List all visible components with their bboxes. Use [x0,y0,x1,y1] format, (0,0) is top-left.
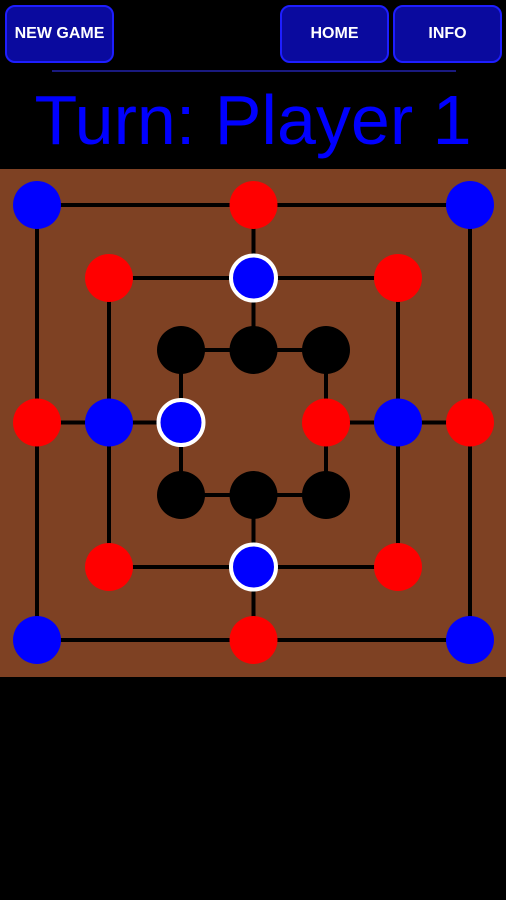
board-point-outer-middle-right-player2-piece[interactable] [446,398,494,447]
board-point-outer-top-left-player1-piece[interactable] [13,181,61,229]
game-board [0,169,506,677]
board-point-middle-top-left-player2-piece[interactable] [85,254,133,302]
turn-indicator: Turn: Player 1 [34,81,472,159]
board-point-inner-top-middle-empty-point[interactable] [229,326,278,374]
board-point-inner-middle-right-player2-piece[interactable] [302,398,350,447]
board-point-middle-middle-left-player1-piece[interactable] [85,398,133,447]
board-point-inner-bottom-middle-empty-point[interactable] [229,471,278,519]
home-button[interactable]: HOME [280,5,389,63]
board-point-inner-top-left-empty-point[interactable] [157,326,205,374]
board-point-inner-bottom-left-empty-point[interactable] [157,471,205,519]
board-point-outer-top-middle-player2-piece[interactable] [229,181,278,229]
board-point-inner-top-right-empty-point[interactable] [302,326,350,374]
board-point-outer-bottom-middle-player2-piece[interactable] [229,616,278,664]
board-point-middle-top-right-player2-piece[interactable] [374,254,422,302]
board-point-outer-top-right-player1-piece[interactable] [446,181,494,229]
header-divider [52,70,456,72]
board-point-middle-top-middle-player1-piece[interactable] [229,253,278,303]
new-game-button[interactable]: NEW GAME [5,5,114,63]
board-point-inner-bottom-right-empty-point[interactable] [302,471,350,519]
board-point-middle-middle-right-player1-piece[interactable] [374,398,422,447]
board-point-middle-bottom-middle-player1-piece[interactable] [229,542,278,592]
board-point-outer-bottom-left-player1-piece[interactable] [13,616,61,664]
board-point-inner-middle-left-player1-piece[interactable] [156,398,206,447]
board-point-outer-bottom-right-player1-piece[interactable] [446,616,494,664]
board-points [13,181,494,664]
board-point-middle-bottom-left-player2-piece[interactable] [85,543,133,591]
info-button[interactable]: INFO [393,5,502,63]
board-point-outer-middle-left-player2-piece[interactable] [13,398,61,447]
board-point-middle-bottom-right-player2-piece[interactable] [374,543,422,591]
